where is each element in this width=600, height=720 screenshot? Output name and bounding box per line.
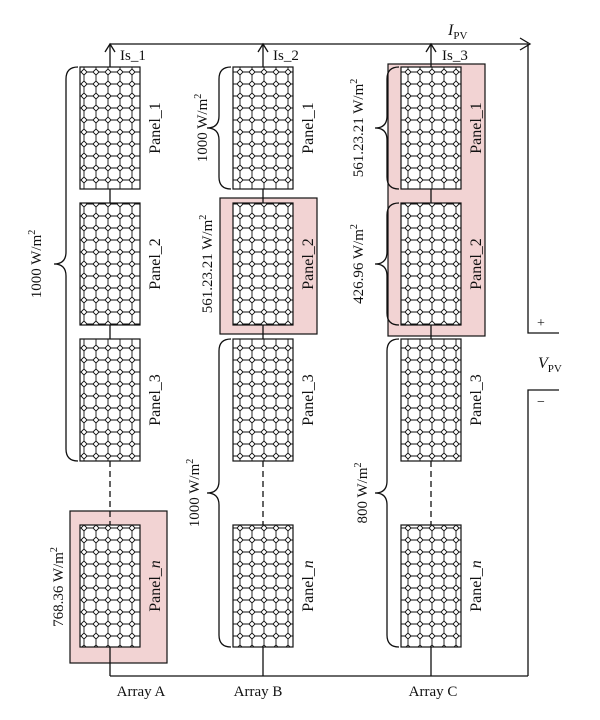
string-current-arrows <box>104 42 437 53</box>
irradiance-array-b-bottom: 1000 W/m2 <box>185 459 203 527</box>
string-current-labels: Is_1 Is_2 Is_3 <box>120 48 468 64</box>
array-c-current-arrow <box>425 42 437 53</box>
irradiance-array-b-mid: 561.23.21 W/m2 <box>198 215 216 313</box>
array-c-panel-2 <box>400 202 462 326</box>
array-c-label: Array C <box>409 684 458 700</box>
brace-array-b-top <box>206 66 232 190</box>
wiring <box>109 37 559 677</box>
array-c-panel-3 <box>400 338 462 462</box>
irradiance-array-c-top: 561.23.21 W/m2 <box>349 79 367 177</box>
array-b-panel-3-label: Panel_3 <box>300 374 317 426</box>
array-b-panel-2-label: Panel_2 <box>300 238 317 290</box>
array-b-current-label: Is_2 <box>273 48 299 64</box>
array-c-panel-n-label: Panel_n <box>468 560 485 612</box>
irradiance-array-c-bottom: 800 W/m2 <box>353 463 371 524</box>
irradiance-braces <box>53 66 400 648</box>
irradiance-array-a-bottom: 768.36 W/m2 <box>49 547 67 627</box>
array-b-current-arrow <box>257 42 269 53</box>
irradiance-array-b-top: 1000 W/m2 <box>193 94 211 162</box>
pv-panels <box>79 66 462 648</box>
array-c-panel-3-label: Panel_3 <box>468 374 485 426</box>
array-b-panel-n-label: Panel_n <box>300 560 317 612</box>
array-a-panel-3 <box>79 338 141 462</box>
negative-terminal-label: − <box>537 395 545 410</box>
array-b-panel-3 <box>232 338 294 462</box>
irradiance-array-c-mid: 426.96 W/m2 <box>349 224 367 304</box>
array-a-panel-n-label: Panel_n <box>147 560 164 612</box>
brace-array-c-top <box>374 66 400 190</box>
array-a-panel-2 <box>79 202 141 326</box>
array-c-current-label: Is_3 <box>442 48 468 64</box>
output-current-arrow <box>519 37 532 51</box>
array-c-panel-1 <box>400 66 462 190</box>
brace-array-b-bottom <box>206 338 232 648</box>
array-a-panel-n <box>79 524 141 648</box>
array-b-panel-1-label: Panel_1 <box>300 102 317 154</box>
array-c-panel-2-label: Panel_2 <box>468 238 485 290</box>
positive-terminal-wire <box>527 44 559 334</box>
irradiance-array-a-top: 1000 W/m2 <box>27 230 45 298</box>
array-c-panel-1-label: Panel_1 <box>468 102 485 154</box>
brace-array-c-bottom <box>374 338 400 648</box>
brace-array-a-top <box>53 66 79 462</box>
array-a-current-label: Is_1 <box>120 48 146 64</box>
negative-terminal-wire <box>527 389 559 676</box>
array-a-panel-2-label: Panel_2 <box>147 238 164 290</box>
array-b-panel-n <box>232 524 294 648</box>
output-voltage-label: VPV <box>538 355 562 375</box>
array-a-panel-1 <box>79 66 141 190</box>
array-b-panel-2 <box>232 202 294 326</box>
positive-terminal-label: + <box>537 316 545 331</box>
panel-labels: Panel_1 Panel_2 Panel_3 Panel_n Panel_1 … <box>147 102 485 612</box>
output-current-label: IPV <box>447 22 467 42</box>
array-a-panel-3-label: Panel_3 <box>147 374 164 426</box>
array-a-label: Array A <box>117 684 166 700</box>
irradiance-labels: 1000 W/m2 768.36 W/m2 1000 W/m2 561.23.2… <box>27 79 371 627</box>
array-b-label: Array B <box>234 684 283 700</box>
array-a-current-arrow <box>104 42 116 53</box>
array-b-panel-1 <box>232 66 294 190</box>
array-labels: Array A Array B Array C <box>117 684 458 700</box>
array-c-panel-n <box>400 524 462 648</box>
array-a-panel-1-label: Panel_1 <box>147 102 164 154</box>
brace-array-c-mid <box>374 202 400 326</box>
